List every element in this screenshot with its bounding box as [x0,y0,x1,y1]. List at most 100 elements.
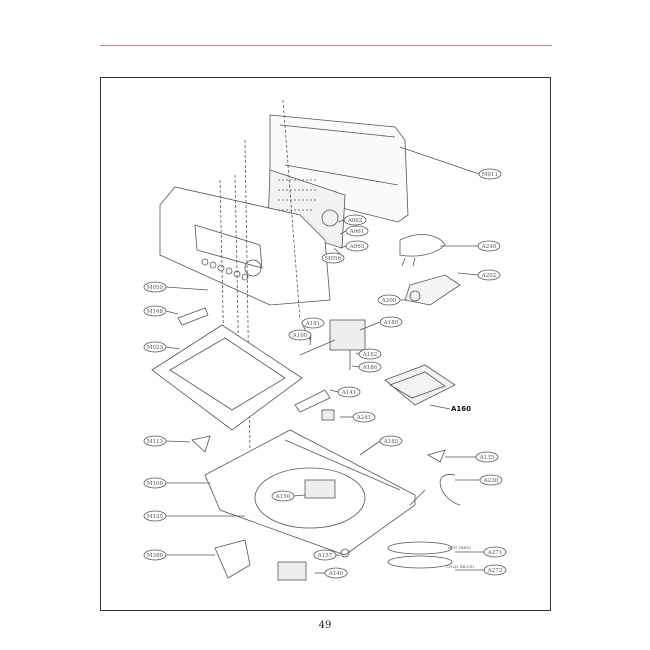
callout-bubble [143,549,167,561]
callout-bubble [479,474,503,486]
knob [321,209,339,227]
callout-label-m148: M148 [147,309,164,315]
tub-opening [254,467,366,529]
callout-label-a141: A141 [341,390,356,396]
callout-label-m113: M113 [147,439,164,445]
callout-label-a181: A181 [305,321,320,327]
bracket-left [177,307,209,326]
callout-leader [165,346,181,350]
callout-bubble [475,451,499,463]
callout-bubble [143,435,167,447]
callout-label-m380: M380 [147,553,164,559]
callout-bubble [343,214,367,226]
page-number: 49 [318,620,332,631]
pcb-buttons [278,179,318,211]
callout-bubble [358,348,382,360]
callout-bubble [324,567,348,579]
sensor [340,548,350,558]
callout-label-a271: A271 [487,550,502,556]
callout-leader [337,219,345,223]
lid-glass [169,337,286,411]
dispenser-tray [389,371,446,399]
callout-leader [165,286,209,291]
callout-labels: M011A062A061A063M056A240A202A200M050M148… [143,146,507,579]
callout-label-m125: M125 [147,514,164,520]
callout-label-a240: A240 [481,244,497,250]
pressure-switch [409,290,421,302]
callout-label-a150: A150 [275,494,291,500]
cold-hose [387,555,453,569]
callout-bubble [288,329,312,341]
callout-label-m056: M056 [325,256,342,262]
callout-bubble [143,281,167,293]
callout-label-a062: A062 [347,218,362,224]
inlet-valve-assembly [299,319,366,370]
hose-note-cold: COLD (BLUE) [446,564,475,569]
wire-harness [399,234,446,267]
control-panel-cover [159,186,331,306]
callout-bubble [483,546,507,558]
callout-label-a185: A185 [383,439,399,445]
callout-bubble [271,490,295,502]
callout-label-a180: A180 [383,320,399,326]
bleach-dispenser [191,435,211,453]
callout-leader [359,440,381,456]
top-cover-ridge [284,439,401,491]
callout-leader [457,272,479,276]
callout-label-a182: A182 [362,352,377,358]
callout-label-a190: A190 [292,333,308,339]
drain-pump-module [277,561,307,581]
fabric-softener-dispenser [214,539,251,579]
callout-label-a063: A063 [349,244,365,250]
callout-bubble [379,316,403,328]
callout-bubble [301,317,325,329]
detergent-dispenser [384,364,456,406]
lid-switch [321,409,335,421]
callout-bubble [321,252,345,264]
callout-label-a160: A160 [451,405,471,413]
callout-leader [165,310,179,315]
callout-bubble [478,168,502,180]
callout-label-a200: A200 [381,298,397,304]
callout-leader [355,352,360,355]
callout-label-a241: A241 [356,415,371,421]
diagram-frame [100,77,551,611]
callout-label-a230: A230 [483,478,499,484]
pressure-switch-bracket [404,274,461,306]
callout-leader [351,365,360,368]
callout-leader [429,404,451,410]
callout-bubble [477,269,501,281]
callout-bubble [143,477,167,489]
callout-leader [165,440,191,443]
callout-label-a186: A186 [362,365,378,371]
callout-leader [329,389,339,393]
callout-label-m100: M100 [147,481,164,487]
callout-bubble [345,240,369,252]
callout-leader [359,321,381,331]
hinge-bracket [294,389,331,413]
guide-lines [219,99,301,451]
clip [426,449,446,463]
callout-bubble [345,225,369,237]
callout-bubble [143,341,167,353]
hose-note-hot: HOT (RED) [448,545,471,550]
callout-bubble [483,564,507,576]
callout-label-m011: M011 [482,172,498,178]
callout-label-a272: A272 [487,568,502,574]
callout-bubble [143,510,167,522]
callout-bubble [477,240,501,252]
callout-label-a202: A202 [481,273,496,279]
callout-leader [399,146,480,175]
panel-inner-line [279,124,399,186]
callout-label-m023: M023 [147,345,164,351]
callout-bubble [143,305,167,317]
display-window [194,224,263,269]
callout-bubble [352,411,376,423]
callout-leader [339,230,347,235]
header-rule [100,45,552,46]
callout-bubble [377,294,401,306]
callout-label-a157: A157 [317,553,333,559]
callout-bubble [379,435,403,447]
lid [151,324,303,431]
